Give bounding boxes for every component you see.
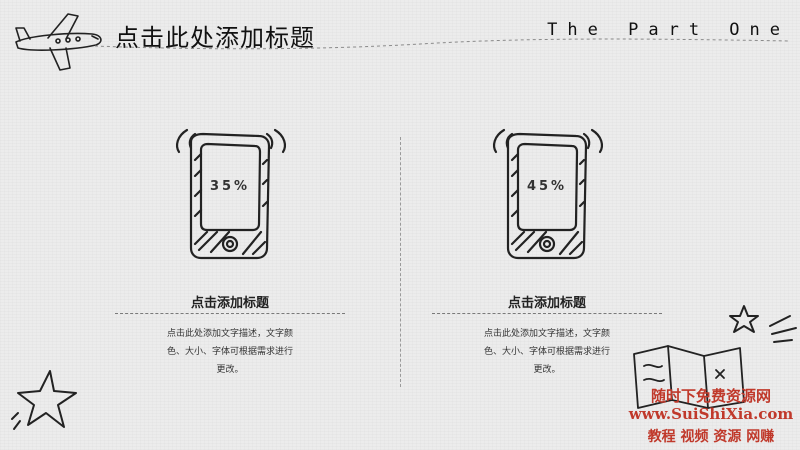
watermark-line: 随时下免费资源网: [650, 387, 771, 405]
card-divider: [115, 313, 345, 314]
card-heading[interactable]: 点击添加标题: [507, 296, 586, 311]
percent-value: 35%: [209, 179, 251, 194]
card-left: 35% 点击添加标题 点击此处添加文字描述，文字颜色、大小、字体可根据需求进行更…: [115, 120, 345, 380]
watermark-line: www.SuiShiXia.com: [628, 405, 794, 423]
star-icon: [11, 370, 77, 430]
card-description[interactable]: 点击此处添加文字描述，文字颜色、大小、字体可根据需求进行更改。: [483, 329, 610, 375]
airplane-icon: [15, 13, 102, 71]
map-icon: [633, 345, 745, 409]
star-icon: [729, 305, 797, 343]
card-heading[interactable]: 点击添加标题: [190, 296, 269, 311]
card-right: 45% 点击添加标题 点击此处添加文字描述，文字颜色、大小、字体可根据需求进行更…: [432, 120, 662, 380]
part-label: The Part One: [547, 20, 790, 40]
watermark-line: 教程 视频 资源 网赚: [647, 429, 775, 445]
title-underline: [94, 38, 791, 50]
page-title[interactable]: 点击此处添加标题: [115, 24, 315, 52]
phone-icon: [493, 128, 603, 260]
center-divider: [400, 137, 401, 387]
card-divider: [432, 313, 662, 314]
phone-icon: [176, 128, 286, 260]
card-description[interactable]: 点击此处添加文字描述，文字颜色、大小、字体可根据需求进行更改。: [166, 329, 293, 375]
percent-value: 45%: [526, 179, 568, 194]
